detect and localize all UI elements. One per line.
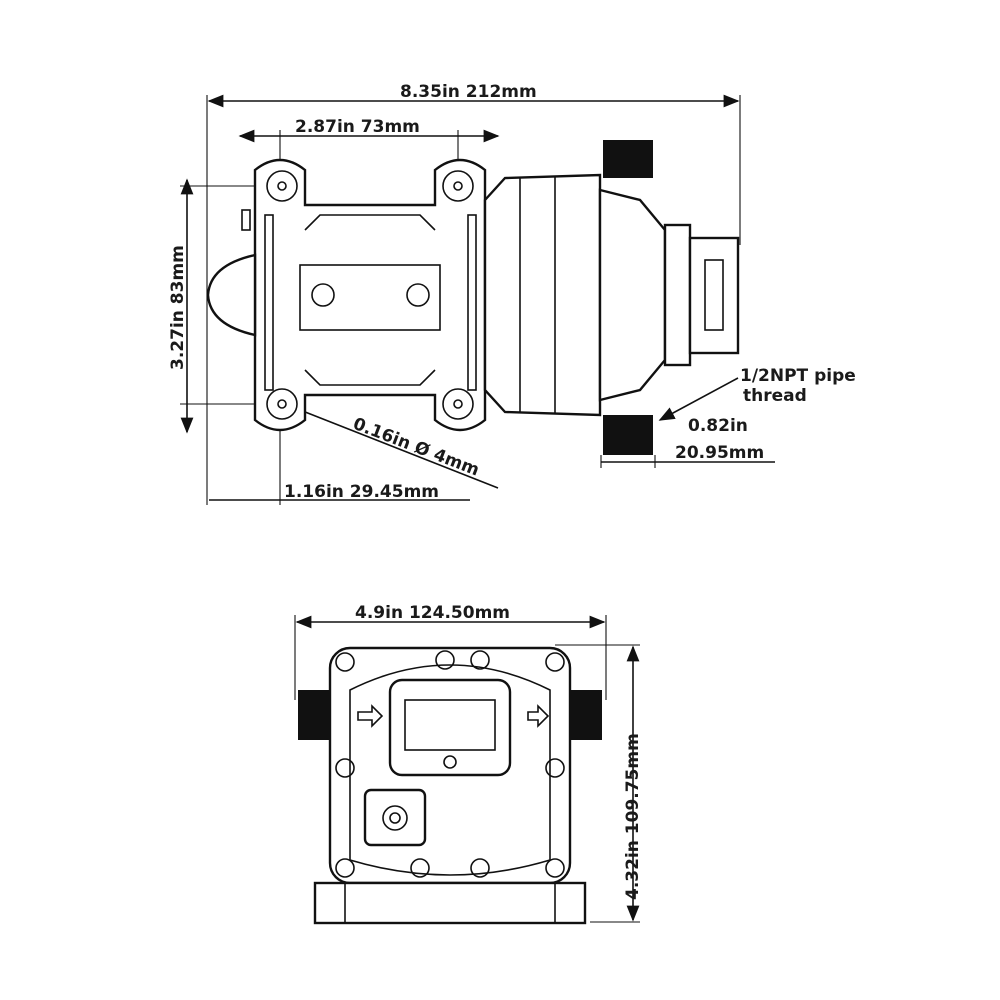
inlet-port-thread [603,140,653,178]
mount-spacing-x-label: 2.87in 73mm [295,117,420,137]
top-view: 8.35in 212mm 2.87in 73mm 3.27in 83mm 1/2… [168,82,856,505]
front-height-label: 4.32in 109.75mm [623,733,643,900]
mount-hole [442,170,474,202]
mount-hole [266,170,298,202]
port-label-line2: thread [743,386,807,406]
port-label-line1: 1/2NPT pipe [740,366,856,386]
right-port-thread [570,690,602,740]
left-port-thread [298,690,330,740]
mount-spacing-y-label: 3.27in 83mm [168,245,188,370]
mount-hole [442,388,474,420]
mount-hole [266,388,298,420]
front-view: 4.9in 124.50mm 4.32in 109.75mm [294,603,643,925]
port-size-in-label: 0.82in [688,416,748,436]
port-size-mm-label: 20.95mm [675,443,764,463]
overall-length-label: 8.35in 212mm [400,82,537,102]
hole-offset-label: 1.16in 29.45mm [284,482,439,502]
front-width-label: 4.9in 124.50mm [355,603,510,623]
outlet-port-thread [603,415,653,455]
